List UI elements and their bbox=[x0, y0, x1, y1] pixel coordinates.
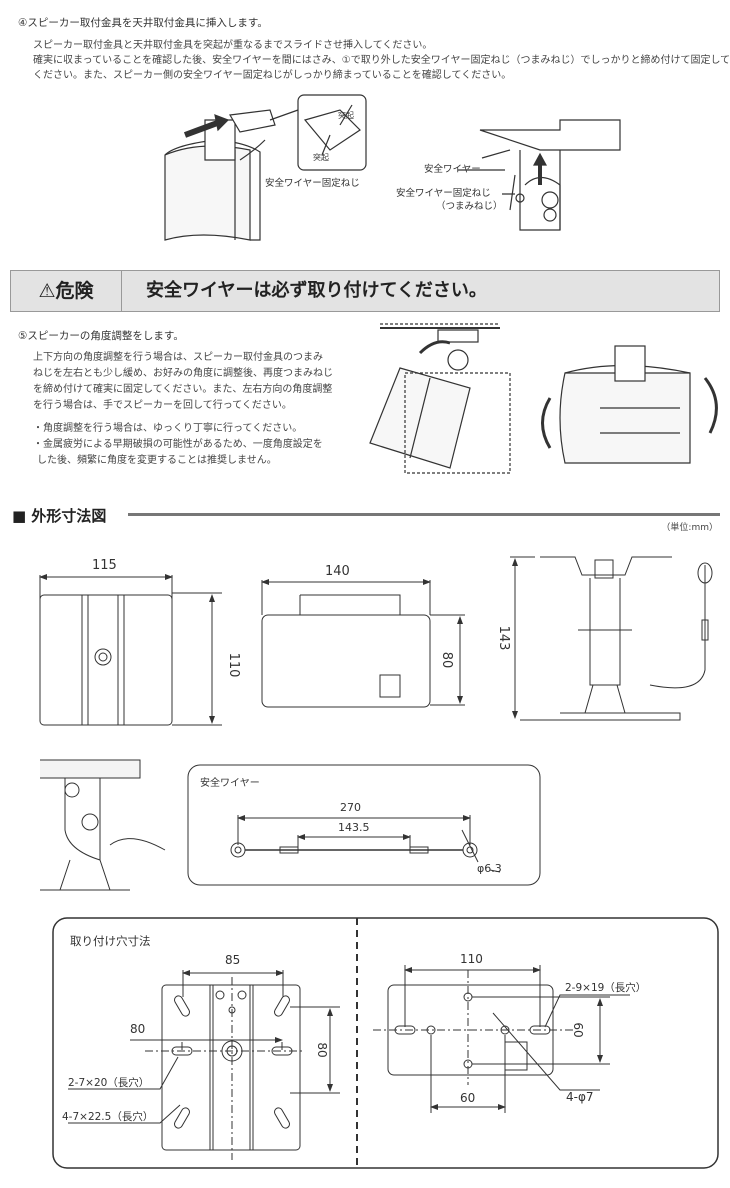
protrusion-label: 突起 bbox=[338, 110, 354, 120]
danger-label: ⚠危険 bbox=[11, 271, 122, 311]
wire-screw-knob-label: 安全ワイヤー固定ねじ bbox=[396, 187, 491, 199]
step5-note: ・角度調整を行う場合は、ゆっくり丁寧に行ってください。 bbox=[33, 423, 303, 434]
mount-right-width: 110 bbox=[460, 952, 483, 966]
mount-left-height: 80 bbox=[315, 1042, 329, 1057]
dim-front-width: 115 bbox=[92, 558, 117, 573]
step4-line: 確実に収まっていることを確認した後、安全ワイヤーを間にはさみ、①で取り外した安全… bbox=[33, 55, 730, 66]
step5-line: 上下方向の角度調整を行う場合は、スピーカー取付金具のつまみ bbox=[33, 352, 323, 363]
protrusion-label: 突起 bbox=[313, 152, 329, 162]
section-title: ■ 外形寸法図 bbox=[12, 507, 107, 525]
wire-length: 270 bbox=[340, 801, 361, 814]
unit-label: （単位:mm） bbox=[661, 523, 718, 533]
wire-hole: φ6.3 bbox=[477, 862, 502, 875]
mounting-title: 取り付け穴寸法 bbox=[70, 934, 151, 948]
step5-line: を締め付けて確実に固定してください。また、左右方向の角度調整 bbox=[33, 384, 333, 395]
mount-right-bottom: 60 bbox=[460, 1091, 475, 1105]
step5-note: ・金属疲労による早期破損の可能性があるため、一度角度設定を bbox=[33, 439, 323, 450]
outline-drawings: 115 110 140 80 143 bbox=[39, 556, 713, 726]
wire-label: 安全ワイヤー bbox=[200, 776, 260, 789]
step4-title: ④スピーカー取付金具を天井取付金具に挿入します。 bbox=[18, 17, 268, 29]
step4-line: ください。また、スピーカー側の安全ワイヤー固定ねじがしっかり締まっていることを確… bbox=[33, 70, 512, 81]
wire-screw-knob-label: （つまみねじ） bbox=[436, 200, 503, 212]
step4-illustration: 突起 突起 安全ワイヤー固定ねじ 安全ワイヤー 安全ワイヤー固定ねじ （つまみね… bbox=[164, 94, 621, 241]
mount-right-slot: 2-9×19（長穴） bbox=[565, 981, 646, 994]
step5-title: ⑤スピーカーの角度調整をします。 bbox=[18, 330, 184, 342]
step5-line: を行う場合は、手でスピーカーを回して行ってください。 bbox=[33, 400, 292, 411]
dim-top-height: 80 bbox=[439, 652, 454, 669]
mount-left-width: 85 bbox=[225, 953, 240, 967]
step5-note: した後、頻繁に角度を変更することは推奨しません。 bbox=[37, 455, 277, 466]
step4-line: スピーカー取付金具と天井取付金具を突起が重なるまでスライドさせ挿入してください。 bbox=[33, 40, 433, 51]
section-divider bbox=[128, 513, 720, 516]
mount-left-slot-b: 4-7×22.5（長穴） bbox=[62, 1110, 153, 1123]
mount-left-slot-a: 2-7×20（長穴） bbox=[68, 1076, 149, 1089]
mount-right-height: 60 bbox=[571, 1022, 585, 1037]
mount-right-hole: 4-φ7 bbox=[566, 1090, 594, 1104]
warning-icon: ⚠ bbox=[38, 280, 56, 302]
dim-side-height: 143 bbox=[496, 626, 511, 651]
dim-front-height: 110 bbox=[226, 653, 241, 678]
step5-line: ねじを左右とも少し緩め、お好みの角度に調整後、再度つまみねじ bbox=[33, 368, 333, 379]
safety-wire-label: 安全ワイヤー bbox=[424, 163, 481, 175]
dim-top-width: 140 bbox=[325, 564, 350, 579]
mounting-hole-drawings: 取り付け穴寸法 85 80 80 2-7×20（長穴） 4-7×22.5（長穴）… bbox=[52, 917, 719, 1169]
mount-left-inner: 80 bbox=[130, 1022, 145, 1036]
danger-message: 安全ワイヤーは必ず取り付けてください。 bbox=[146, 280, 487, 301]
danger-banner: ⚠危険 安全ワイヤーは必ず取り付けてください。 bbox=[10, 270, 720, 312]
step5-illustration bbox=[369, 323, 718, 474]
square-bullet-icon: ■ bbox=[12, 507, 32, 525]
wire-drawings: 安全ワイヤー 270 143.5 φ6.3 bbox=[40, 759, 541, 891]
wire-inner-length: 143.5 bbox=[338, 821, 370, 834]
wire-screw-label: 安全ワイヤー固定ねじ bbox=[265, 177, 360, 189]
